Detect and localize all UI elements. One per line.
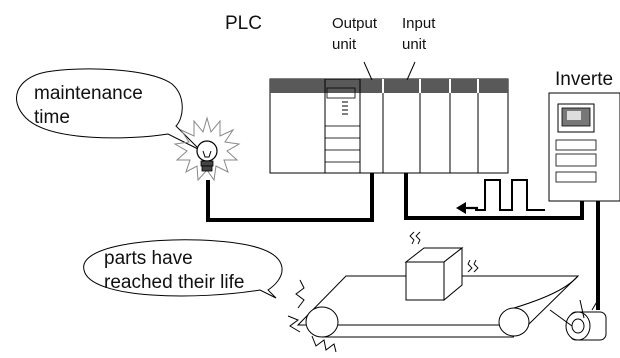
parts-life-label: parts have reached their life bbox=[104, 247, 244, 295]
inverter-unit bbox=[548, 92, 620, 202]
output-unit-leader bbox=[363, 61, 373, 81]
parts-label-line2: reached their life bbox=[104, 272, 245, 293]
bulb-wire bbox=[206, 173, 374, 222]
plc-label: PLC bbox=[225, 13, 262, 34]
input-unit-label-line1: Input bbox=[402, 15, 436, 32]
plc-rack bbox=[269, 78, 509, 174]
input-unit-label: Input unit bbox=[402, 13, 435, 55]
parts-bubble bbox=[83, 239, 283, 299]
inverter-wire bbox=[404, 173, 584, 220]
parts-label-line1: parts have bbox=[104, 248, 193, 269]
output-unit-label: Output unit bbox=[332, 13, 377, 55]
product-box bbox=[404, 246, 464, 302]
input-unit-label-line2: unit bbox=[402, 36, 427, 53]
plc-header bbox=[270, 79, 508, 93]
maintenance-time-label: maintenance time bbox=[34, 82, 143, 130]
maintenance-label-line1: maintenance bbox=[34, 83, 143, 104]
light-bulb-icon bbox=[173, 116, 241, 182]
maintenance-label-line2: time bbox=[34, 107, 70, 128]
noise-burst-icon bbox=[287, 279, 337, 353]
maintenance-bubble bbox=[16, 68, 201, 151]
motor bbox=[549, 299, 607, 341]
output-unit-label-line2: unit bbox=[332, 36, 357, 53]
pulse-signal-icon bbox=[475, 179, 545, 211]
input-unit-leader bbox=[406, 61, 416, 81]
inverter-label: Inverte bbox=[555, 70, 614, 90]
arrow-left-icon bbox=[456, 202, 478, 214]
vibration-icon bbox=[409, 231, 479, 273]
output-unit-label-line1: Output bbox=[332, 15, 378, 32]
